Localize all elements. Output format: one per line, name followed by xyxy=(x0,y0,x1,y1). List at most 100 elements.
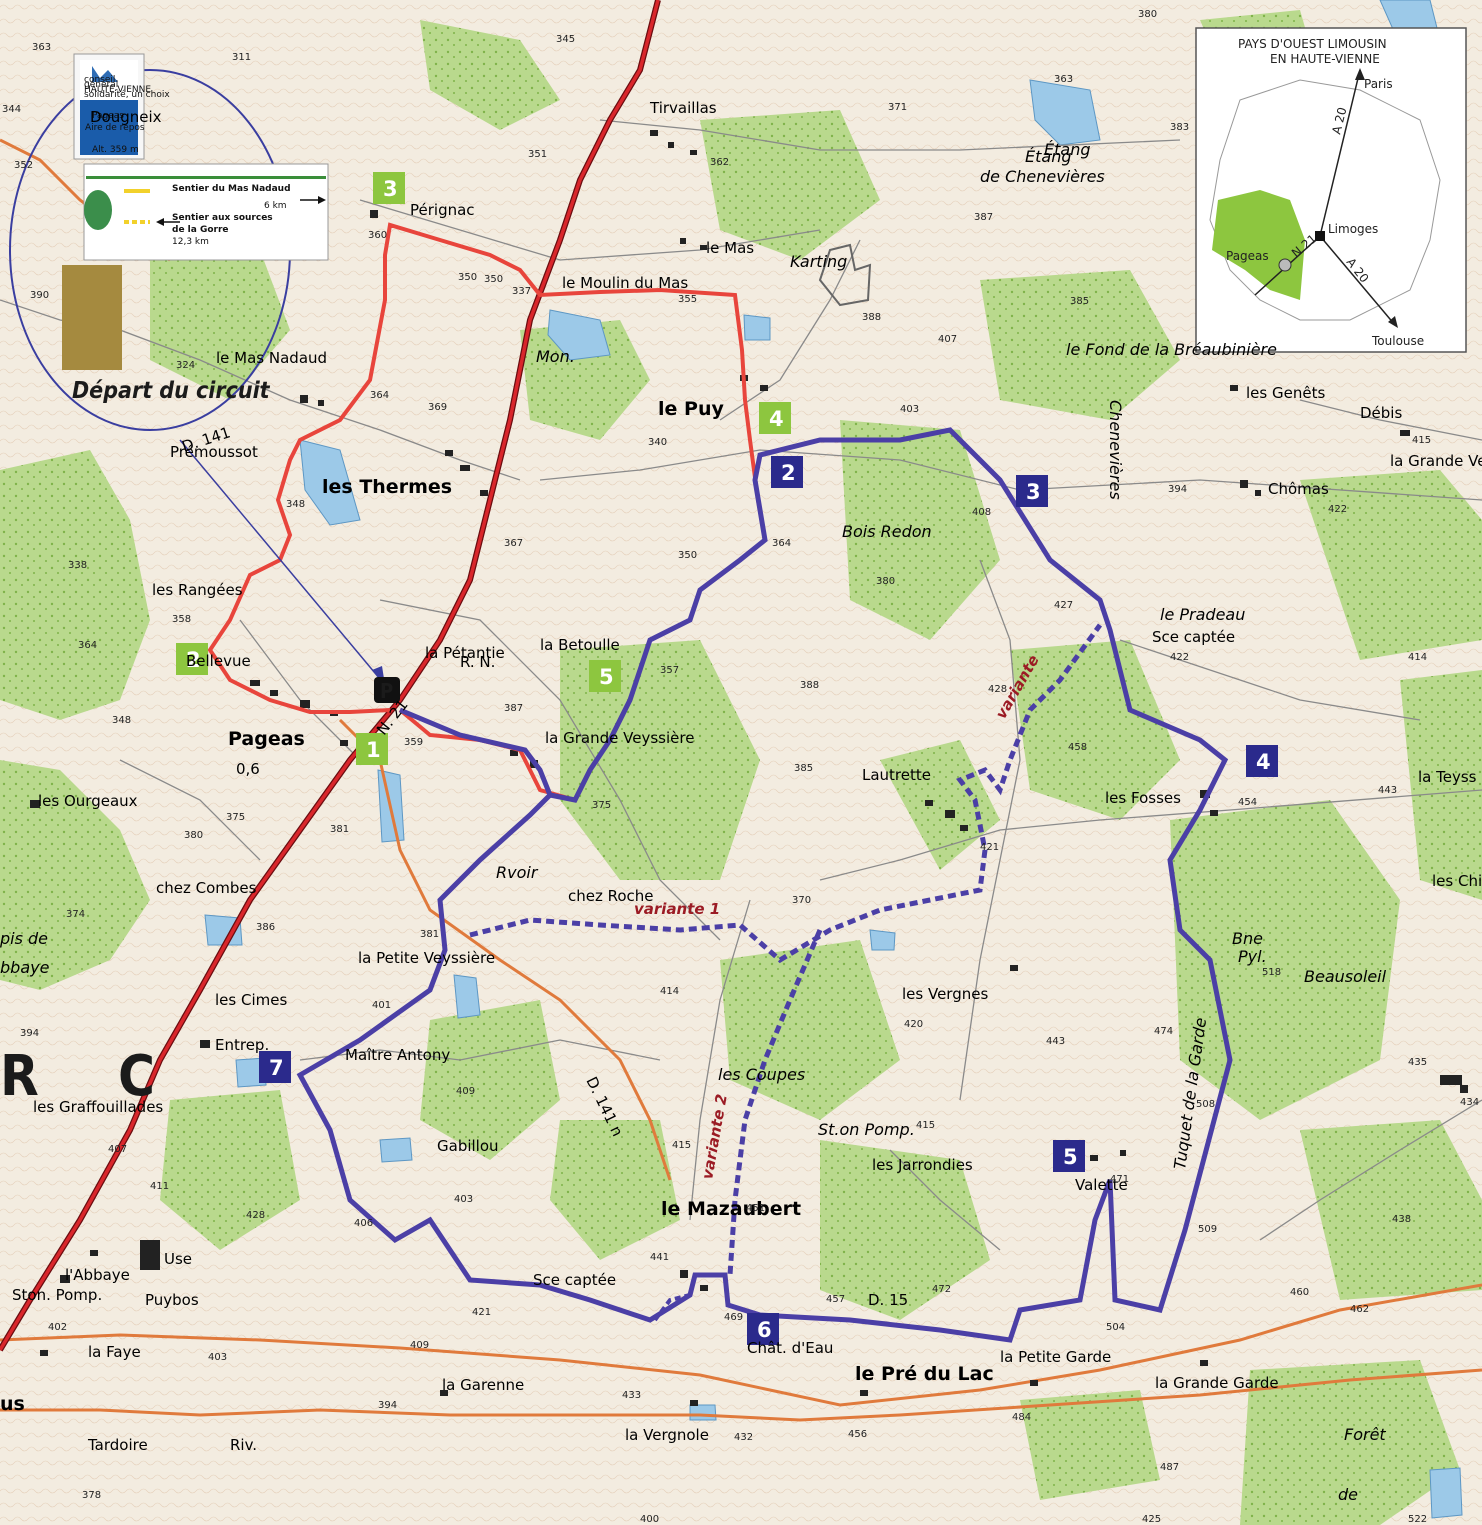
place-label: la Grande Verg xyxy=(1390,452,1482,470)
place-label: le Mas Nadaud xyxy=(216,349,327,367)
altitude-label: 360 xyxy=(368,230,387,241)
start-pointer-line xyxy=(179,439,386,686)
place-label: Chât. d'Eau xyxy=(747,1339,833,1357)
altitude-label: 428 xyxy=(988,684,1007,695)
secondary-roads xyxy=(0,138,1482,1422)
inset-city: Toulouse xyxy=(1371,334,1424,348)
place-label: chez Roche xyxy=(568,887,654,905)
altitude-label: 415 xyxy=(1412,435,1431,446)
map-sheet-letter: R xyxy=(0,1044,39,1109)
altitude-label: 421 xyxy=(472,1307,491,1318)
altitude-label: 454 xyxy=(1238,797,1257,808)
blue-route-marker: 7 xyxy=(269,1056,284,1080)
altitude-label: 359 xyxy=(404,737,423,748)
altitude-label: 434 xyxy=(1460,1097,1479,1108)
board-text: Aire de repos xyxy=(85,123,145,133)
trail1-length: 6 km xyxy=(264,201,287,211)
inset-a20-south xyxy=(1319,235,1396,326)
altitude-label: 403 xyxy=(454,1194,473,1205)
altitude-label: 422 xyxy=(1328,504,1347,515)
logo-text: conseil xyxy=(84,75,115,85)
place-label: les Cimes xyxy=(215,991,287,1009)
altitude-label: 364 xyxy=(772,538,791,549)
place-label: Mon. xyxy=(536,347,575,366)
altitude-label: 509 xyxy=(1198,1224,1217,1235)
place-label: Sce captée xyxy=(1152,628,1235,646)
altitude-label: 380 xyxy=(876,576,895,587)
depart-label: Départ du circuit xyxy=(72,378,271,404)
altitude-label: 340 xyxy=(648,437,667,448)
altitude-label: 394 xyxy=(20,1028,39,1039)
place-label: les Jarrondies xyxy=(872,1156,973,1174)
altitude-label: 508 xyxy=(1196,1099,1215,1110)
altitude-label: 352 xyxy=(14,160,33,171)
altitude-label: 351 xyxy=(528,149,547,160)
altitude-label: 414 xyxy=(1408,652,1427,663)
place-label: les Rangées xyxy=(152,581,243,599)
altitude-label: 443 xyxy=(1046,1036,1065,1047)
altitude-label: 415 xyxy=(916,1120,935,1131)
altitude-label: 403 xyxy=(900,404,919,415)
place-label: Entrep. xyxy=(215,1036,269,1054)
altitude-label: 441 xyxy=(650,1252,669,1263)
place-label: les Thermes xyxy=(322,476,452,498)
place-label: Tardoire xyxy=(87,1436,148,1454)
altitude-label: 406 xyxy=(354,1218,373,1229)
parking-bg xyxy=(374,677,400,703)
altitude-label: 369 xyxy=(428,402,447,413)
altitude-label: 401 xyxy=(372,1000,391,1011)
inset-city: Pageas xyxy=(1226,249,1269,263)
altitude-label: 432 xyxy=(734,1432,753,1443)
place-label: la Faye xyxy=(88,1343,141,1361)
signpost-icon xyxy=(84,190,112,230)
place-label: la Pétantie xyxy=(425,644,505,662)
place-label: Forêt xyxy=(1344,1425,1386,1444)
logo-mark xyxy=(92,66,118,82)
red-route-marker: 3 xyxy=(383,177,398,201)
parking-label: P xyxy=(380,679,393,703)
altitude-label: 403 xyxy=(208,1352,227,1363)
logo-text: HAUTE-VIENNE xyxy=(84,85,151,95)
board-blue-area xyxy=(80,100,138,155)
trail2-arrow-head xyxy=(156,218,164,226)
variant-dashed-1 xyxy=(469,623,1103,964)
red-route-marker-box xyxy=(356,733,388,765)
altitude-label: 504 xyxy=(1106,1322,1125,1333)
altitude-label: 427 xyxy=(1054,600,1073,611)
inset-pageas-marker xyxy=(1278,258,1292,272)
altitude-label: 386 xyxy=(256,922,275,933)
blue-route-marker: 2 xyxy=(781,461,796,485)
place-label: Lautrette xyxy=(862,766,931,784)
altitude-label: 383 xyxy=(1170,122,1189,133)
place-label: Tirvaillas xyxy=(649,99,717,117)
karting-track xyxy=(818,243,872,307)
variant-label: variante 1 xyxy=(634,900,720,918)
red-route-marker-box xyxy=(176,643,208,675)
place-label: bbaye xyxy=(0,958,50,977)
variant-dashed-3 xyxy=(653,1293,691,1322)
place-label: Pérignac xyxy=(410,201,475,219)
place-label: pis de xyxy=(0,929,48,948)
place-label: la Vergnole xyxy=(625,1426,709,1444)
inset-city: Limoges xyxy=(1328,222,1378,236)
red-route-marker-box xyxy=(759,402,791,434)
altitude-label: 338 xyxy=(68,560,87,571)
place-label: le Puy xyxy=(658,398,724,420)
altitude-label: 411 xyxy=(150,1181,169,1192)
blue-route-marker-box xyxy=(771,456,803,488)
altitude-label: 460 xyxy=(1290,1287,1309,1298)
place-label: Chenevières xyxy=(1106,400,1125,500)
place-label: de xyxy=(1338,1485,1358,1504)
altitude-label: 422 xyxy=(1170,652,1189,663)
place-label: Bois Redon xyxy=(842,522,932,541)
place-label: chez Combes xyxy=(156,879,257,897)
altitude-label: 362 xyxy=(710,157,729,168)
inset-limoges-marker xyxy=(1315,231,1325,241)
altitude-label: 472 xyxy=(932,1284,951,1295)
altitude-label: 381 xyxy=(330,824,349,835)
red-route-marker: 2 xyxy=(186,648,201,672)
altitude-label: 364 xyxy=(370,390,389,401)
blue-route-marker-box xyxy=(747,1313,779,1345)
